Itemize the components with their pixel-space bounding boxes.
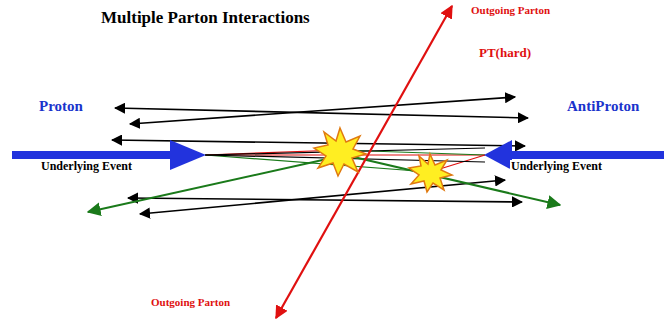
underlying-event-arrows: [112, 97, 528, 214]
diagram-title: Multiple Parton Interactions: [100, 8, 311, 28]
pt-label: PT(hard): [478, 46, 532, 61]
interaction-star: [409, 154, 452, 192]
event-label: Underlying Event: [510, 160, 603, 174]
interaction-star: [314, 128, 366, 176]
beam-label: AntiProton: [566, 98, 640, 115]
parton-label: Outgoing Parton: [470, 4, 551, 17]
beam-label: Proton: [38, 98, 84, 115]
parton-label: Outgoing Parton: [150, 296, 231, 309]
event-label: Underlying Event: [40, 160, 133, 174]
hard-parton-arrow: [276, 6, 452, 318]
